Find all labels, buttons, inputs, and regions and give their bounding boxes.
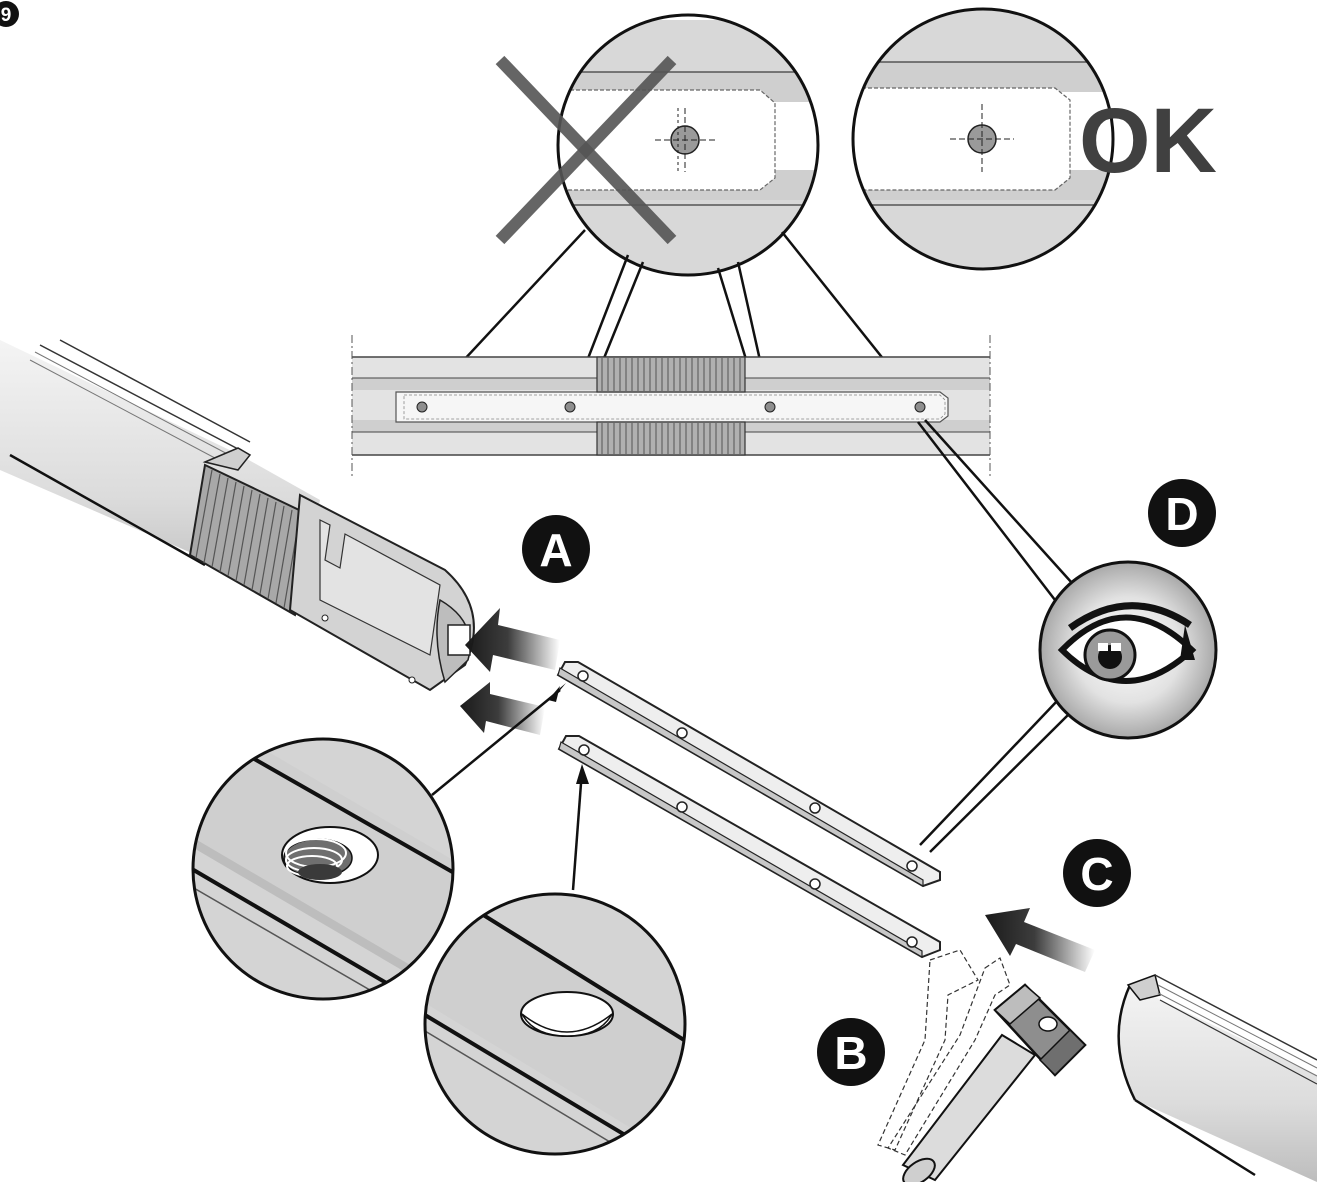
figure-number: 9: [0, 1, 19, 27]
callout-a: A: [522, 515, 590, 583]
eye-icon: [1038, 560, 1218, 740]
callout-d-label: D: [1165, 488, 1198, 540]
arrow-icon: [985, 908, 1095, 972]
callout-c-label: C: [1080, 848, 1113, 900]
section-view: [351, 335, 991, 478]
callout-b: B: [817, 1018, 885, 1086]
callout-a-label: A: [539, 524, 572, 576]
cross-icon: [495, 55, 677, 245]
callout-b-label: B: [834, 1027, 867, 1079]
threaded-coupler: [188, 463, 475, 692]
callout-c: C: [1063, 839, 1131, 907]
magnifier-plain-hole: [423, 892, 687, 1156]
pointer-lines: [431, 689, 584, 891]
hammer-ghost: [877, 949, 1011, 1156]
flat-bar-plain: [557, 735, 941, 959]
callout-d: D: [1148, 479, 1216, 547]
flat-bar-threaded: [556, 661, 941, 888]
leader-lines-eye: [917, 419, 1073, 853]
magnifier-threaded-hole: [191, 737, 455, 1001]
ok-label: OK: [1079, 90, 1217, 192]
hammer-icon: [901, 983, 1087, 1182]
arrow-icon: [460, 608, 560, 735]
figure-number-label: 9: [1, 5, 12, 26]
right-rail-tube: [1117, 974, 1317, 1182]
magnifier-ok-alignment: [851, 7, 1115, 271]
